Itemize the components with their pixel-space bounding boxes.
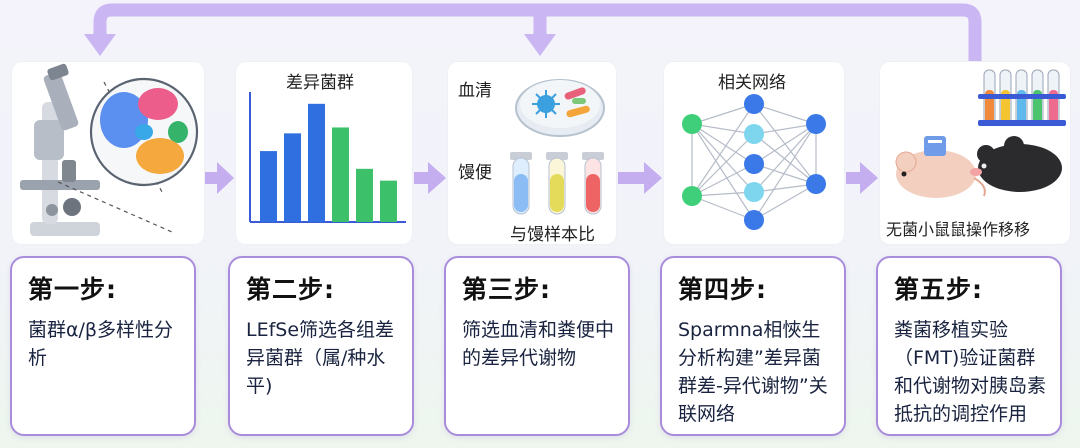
network-node [744,94,764,114]
bar-1 [260,151,277,222]
step-title: 第五步: [894,275,983,304]
bar-4 [332,127,349,222]
network-node [744,154,764,174]
network-node [744,182,764,202]
fmt-caption: 无菌小鼠鼠操作移移 [886,220,1031,239]
network-edge [753,123,817,221]
network-node [682,186,702,206]
feedback-loop-arrow [84,3,982,62]
network-edge [691,191,755,197]
network-edge [753,183,817,193]
correlation-network [682,94,826,230]
network-edge [691,123,755,193]
step-title: 第一步: [28,275,117,304]
step-description: 筛选血清和粪便中的差异代谢物 [462,319,615,369]
panel-network: 相关网络 [664,62,844,244]
network-edge [691,133,755,197]
network-edge [753,183,817,221]
chart-title: 差异菌群 [286,73,354,93]
network-node [806,114,826,134]
step-card-1: 第一步: 菌群α/β多样性分析 [10,256,196,436]
network-node [682,114,702,134]
network-node [806,174,826,194]
step-description: LEfSe筛选各组差异菌群（属/种水平) [246,319,395,397]
step-title: 第二步: [246,275,335,304]
step-title: 第三步: [462,275,551,304]
tube-rack-icon [978,69,1066,126]
panel-metabolites: 血清 馒便 与馒样本比 [448,62,616,245]
serum-label: 血清 [458,81,492,101]
network-edge [753,133,817,185]
diversity-circle [89,77,199,187]
panel-diversity [12,62,204,244]
panel-bar-chart: 差异菌群 [236,62,412,244]
network-node [744,124,764,144]
bar-2 [284,133,301,222]
network-edge [691,103,755,125]
network-edge [753,123,817,165]
step-card-3: 第三步: 筛选血清和粪便中的差异代谢物 [444,256,630,436]
step-title: 第四步: [678,275,767,304]
panel-fmt: 无菌小鼠鼠操作移移 [880,62,1070,244]
network-edge [691,103,755,197]
network-edge [753,103,817,125]
network-edge [691,123,755,135]
network-edge [691,123,755,165]
network-edge [753,123,817,135]
bar-chart [249,92,406,223]
petri-dish-icon [515,79,605,137]
network-title: 相关网络 [718,73,786,93]
step-description: Sparmna相悏生分析构建”差异菌群差-异代谢物”关联网络 [678,319,828,425]
bar-5 [356,168,373,222]
feces-label: 馒便 [458,163,492,183]
comparison-caption: 与馒样本比 [510,225,595,245]
network-edge [691,123,755,221]
network-edge [753,163,817,185]
test-tubes-icon [510,152,604,215]
step-card-4: 第四步: Sparmna相悏生分析构建”差异菌群差-异代谢物”关联网络 [660,256,846,436]
step-description: 粪菌移植实验（FMT)验证菌群和代谢物对胰岛素抵抗的调控作用 [894,319,1047,425]
step-card-2: 第二步: LEfSe筛选各组差异菌群（属/种水平) [228,256,414,436]
network-edge [753,123,817,193]
mice-icon [895,136,1062,198]
network-node [744,210,764,230]
step-card-5: 第五步: 粪菌移植实验（FMT)验证菌群和代谢物对胰岛素抵抗的调控作用 [876,256,1062,436]
microscope-icon [20,63,173,236]
network-edge [691,163,755,197]
step-description: 菌群α/β多样性分析 [28,319,174,369]
bar-3 [308,103,325,222]
bar-6 [380,180,397,222]
network-edge [691,195,755,221]
